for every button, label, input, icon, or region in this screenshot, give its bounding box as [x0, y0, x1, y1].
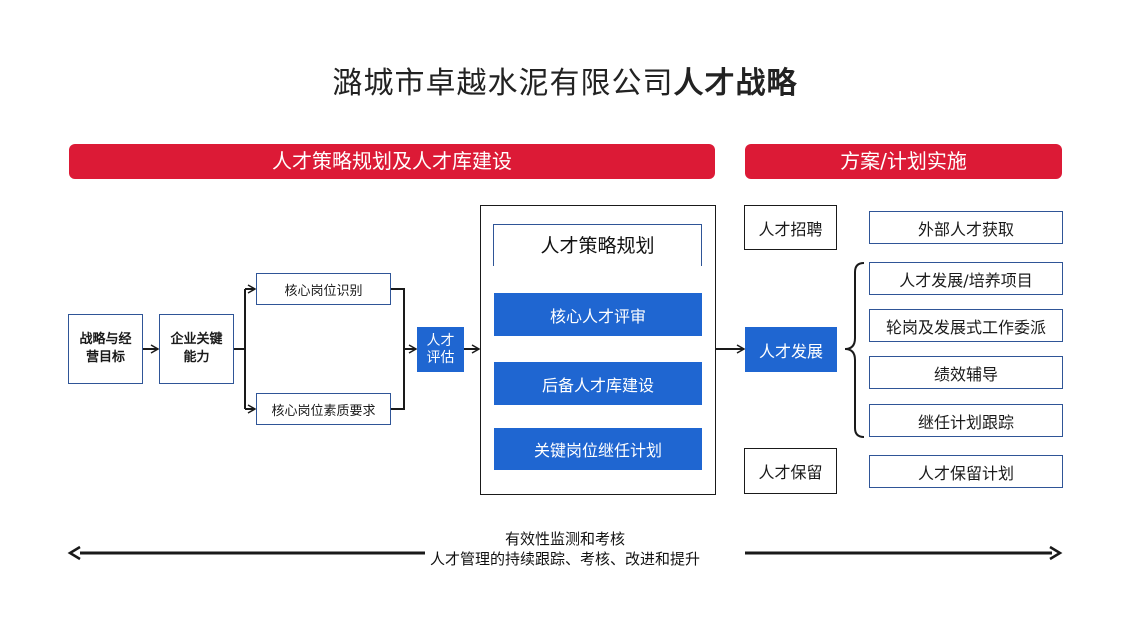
box-strategy-goals: 战略与经营目标 — [68, 314, 143, 384]
footer-arrowhead-left — [67, 545, 81, 561]
detail-retention-plan: 人才保留计划 — [869, 455, 1063, 488]
planning-item-reserve-pool: 后备人才库建设 — [494, 362, 702, 405]
box-development: 人才发展 — [745, 327, 837, 372]
footer-arrowhead-right — [1049, 545, 1063, 561]
detail-succession-tracking: 继任计划跟踪 — [869, 404, 1063, 437]
box-core-position-identification: 核心岗位识别 — [256, 273, 391, 305]
box-core-position-requirements: 核心岗位素质要求 — [256, 393, 391, 425]
footer-monitoring-label: 有效性监测和考核 — [504, 530, 625, 548]
brace-develop — [844, 262, 865, 438]
banner-implementation: 方案/计划实施 — [745, 144, 1062, 179]
page-title: 潞城市卓越水泥有限公司人才战略 — [0, 58, 1130, 102]
detail-rotation-assignment: 轮岗及发展式工作委派 — [869, 309, 1063, 342]
planning-item-core-talent-review: 核心人才评审 — [494, 293, 702, 336]
footer-continuous-improvement-label: 人才管理的持续跟踪、考核、改进和提升 — [429, 550, 700, 568]
box-retention: 人才保留 — [744, 448, 837, 494]
planning-container — [480, 205, 716, 495]
box-recruitment: 人才招聘 — [744, 205, 837, 250]
banner-strategy-planning: 人才策略规划及人才库建设 — [69, 144, 715, 179]
detail-performance-coaching: 绩效辅导 — [869, 356, 1063, 389]
box-talent-assessment: 人才评估 — [417, 327, 464, 372]
line-merge — [391, 288, 405, 410]
box-key-capability: 企业关键能力 — [159, 314, 234, 384]
planning-item-succession-plan: 关键岗位继任计划 — [494, 428, 702, 470]
planning-header: 人才策略规划 — [493, 224, 702, 266]
title-company: 潞城市卓越水泥有限公司 — [332, 66, 674, 101]
detail-development-program: 人才发展/培养项目 — [869, 262, 1063, 295]
detail-external-acquisition: 外部人才获取 — [869, 211, 1063, 244]
title-emphasis: 人才战略 — [673, 66, 798, 101]
